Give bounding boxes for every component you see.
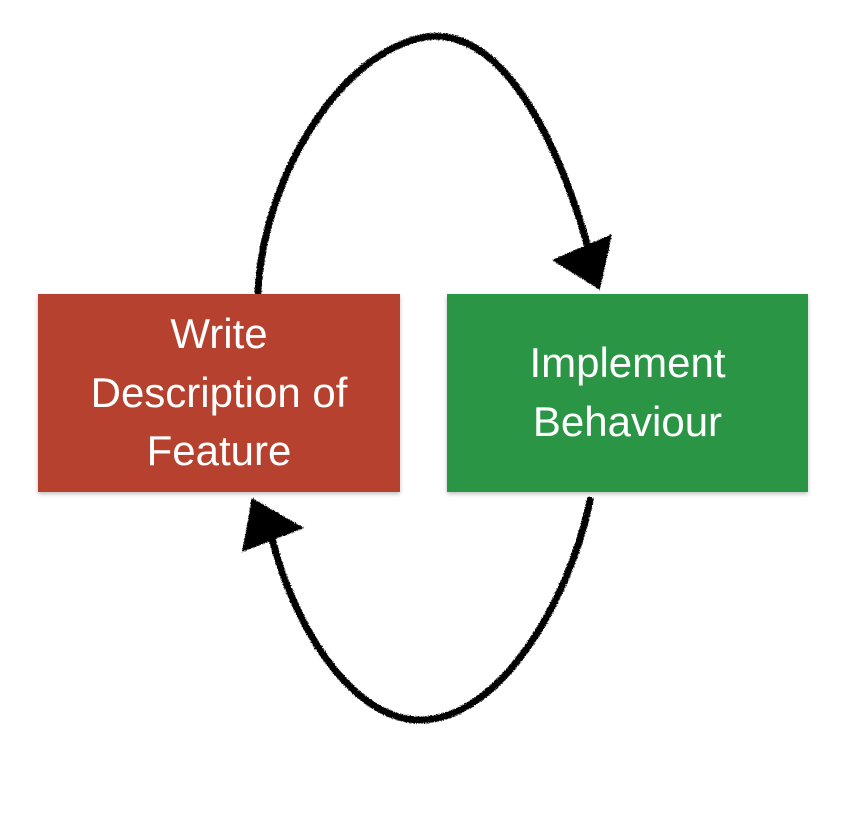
write-description-line-1: Write	[170, 309, 268, 357]
implement-behaviour-line-2: Behaviour	[532, 398, 723, 445]
top-arc-arrow	[254, 32, 596, 296]
bottom-arrowhead	[242, 498, 304, 552]
write-description-line-3: Feature	[146, 427, 292, 475]
implement-behaviour-box: Implement Behaviour	[447, 294, 808, 492]
write-description-line-2: Description of	[90, 368, 348, 416]
implement-behaviour-label: Implement Behaviour	[529, 334, 725, 452]
bottom-arc-arrow	[266, 496, 594, 724]
write-description-box: Write Description of Feature	[38, 294, 400, 492]
implement-behaviour-line-1: Implement	[529, 339, 726, 387]
top-arrowhead	[552, 234, 612, 290]
write-description-label: Write Description of Feature	[91, 305, 348, 481]
